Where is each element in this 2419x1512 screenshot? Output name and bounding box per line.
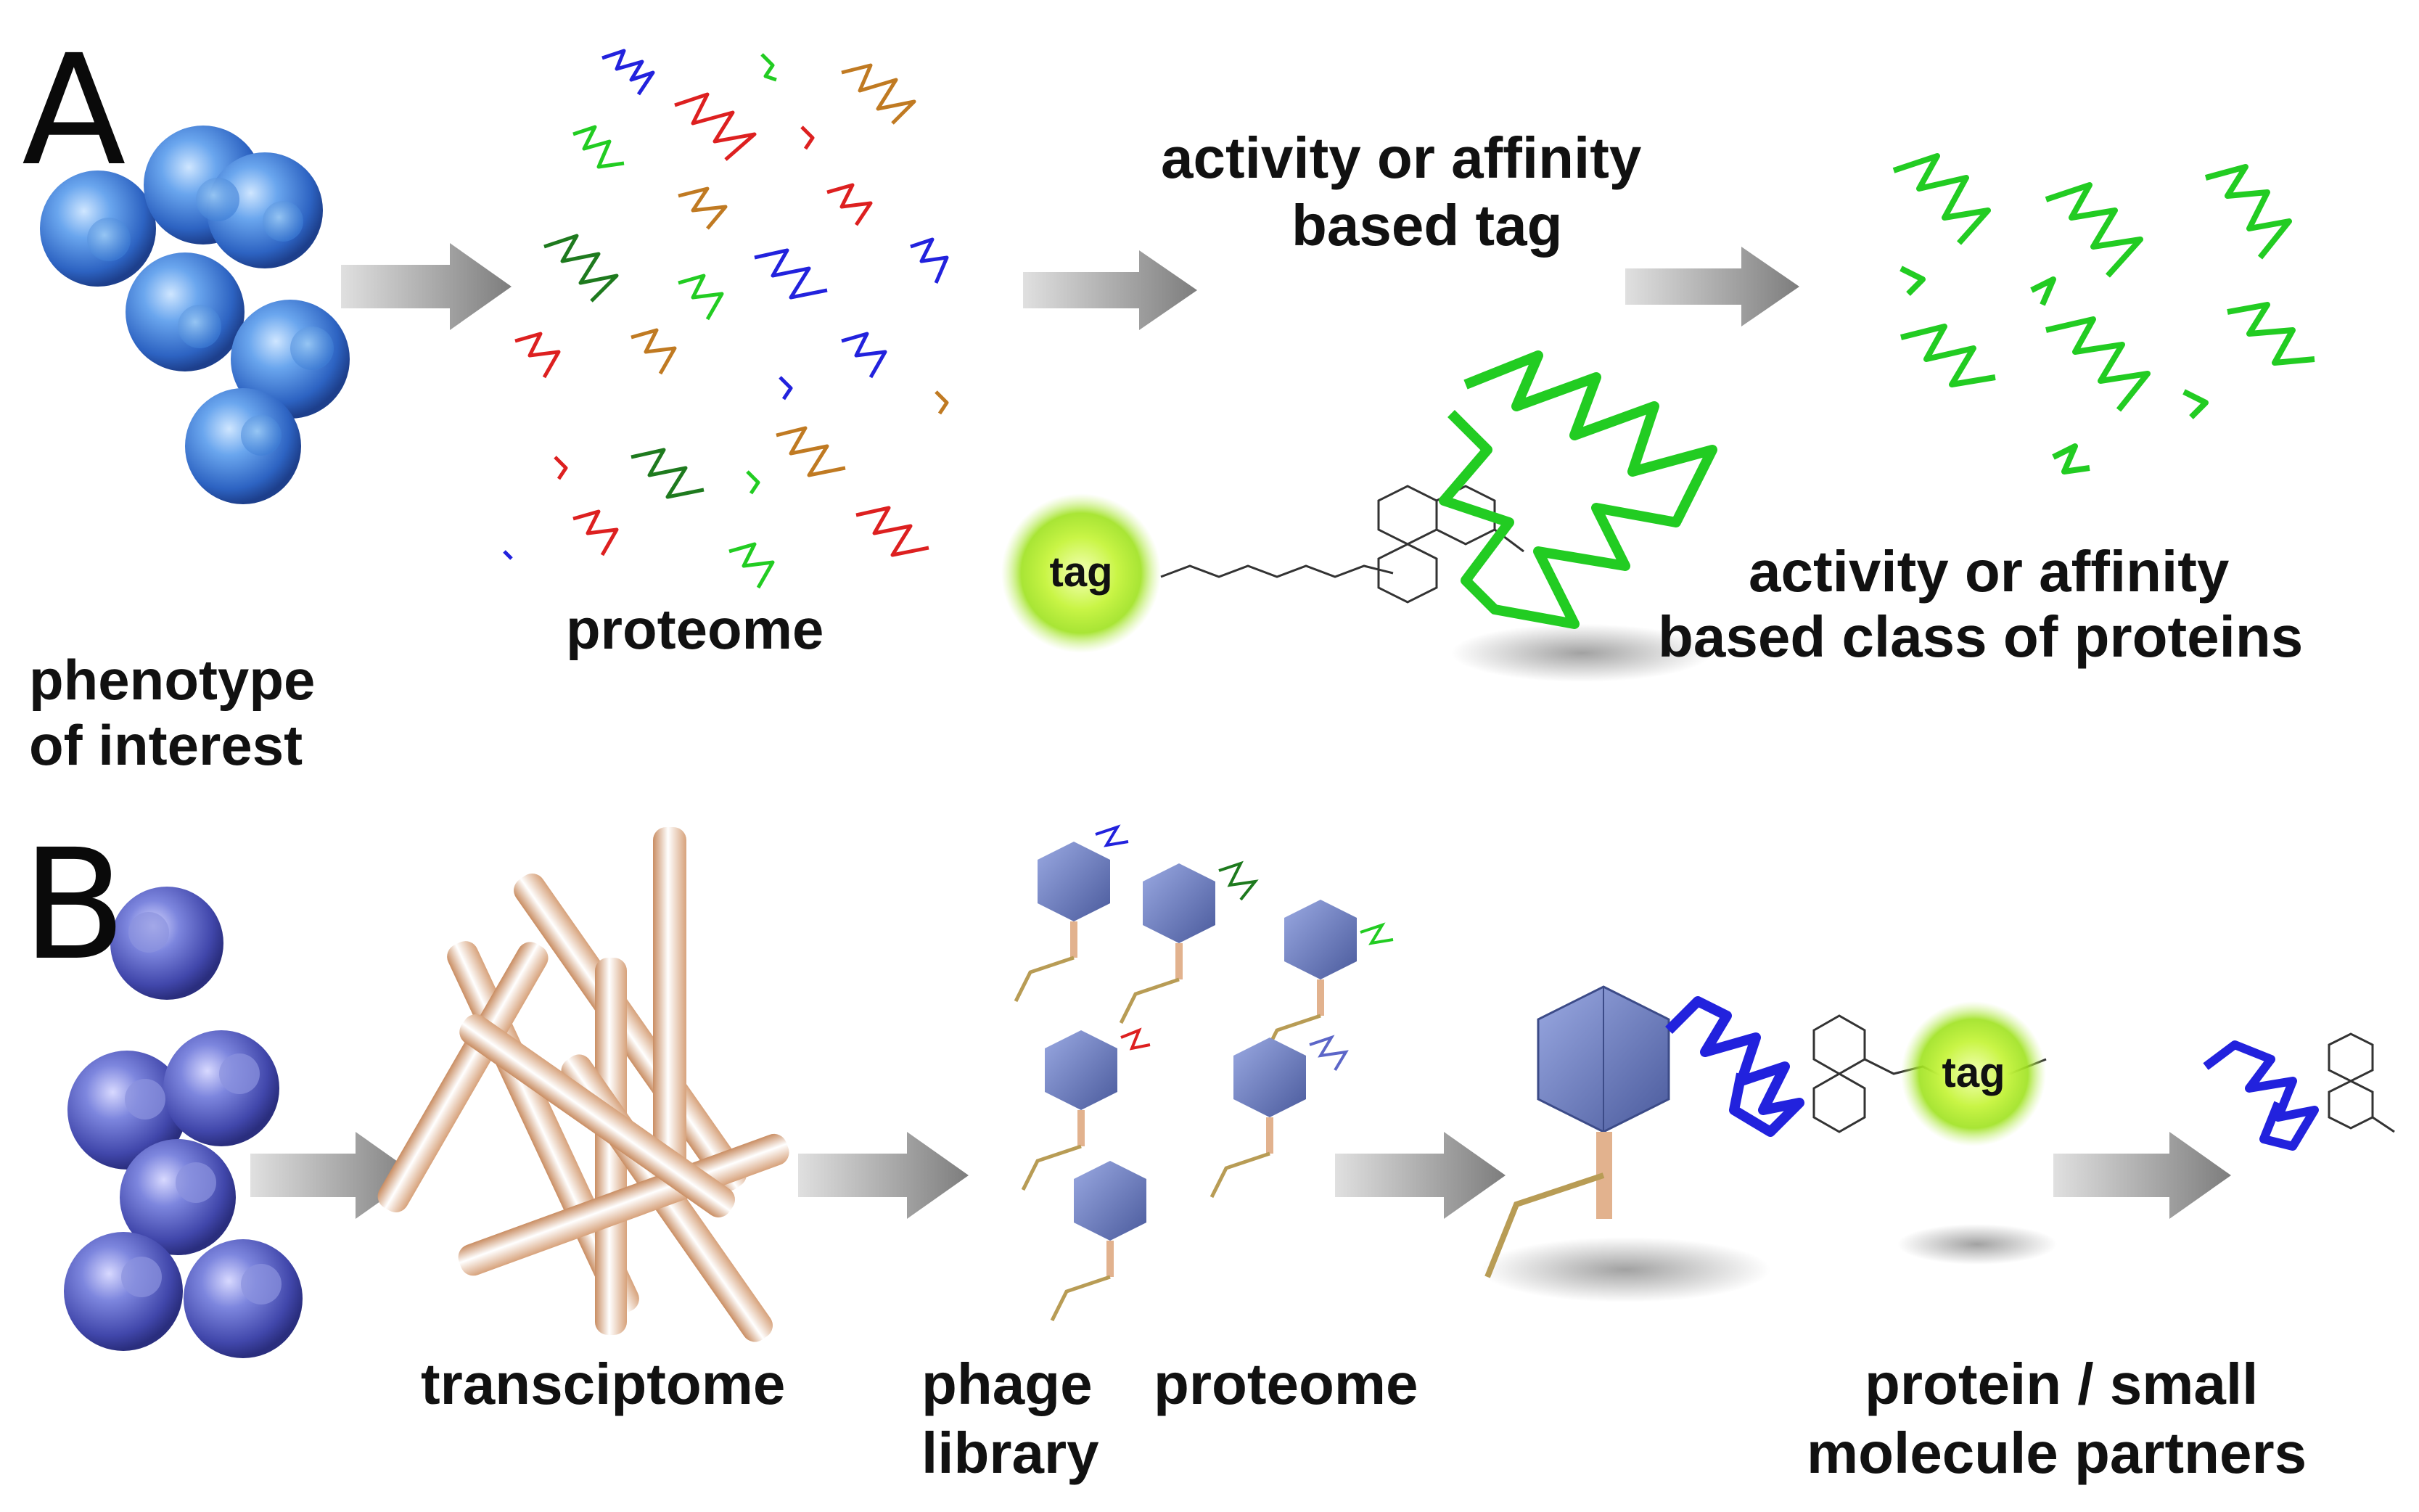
panel-b: tag B [22,816,2395,1358]
bound-green-protein [1439,350,1717,629]
phage-small-5 [1210,1035,1349,1199]
panel-a: tag A [22,22,2315,682]
arrow-a2 [1023,250,1197,330]
label-phenotype-line1: phenotype [29,648,316,712]
tag-probe-complex-a: tag [1001,350,1717,682]
arrow-b3 [1335,1132,1506,1219]
label-tag-step-line2: based tag [1291,193,1563,258]
tag-bead-label-a: tag [1050,548,1113,596]
phage-small-3 [1260,900,1394,1061]
label-phenotype-line2: of interest [29,713,303,777]
panel-a-letter: A [22,22,126,200]
cell-cluster-a [40,126,350,504]
label-phage-line2: library [921,1421,1099,1485]
label-proteome-a: proteome [566,597,824,661]
phage-small-1 [1014,824,1129,1003]
phage-small-6 [1050,1161,1146,1322]
label-partners-line1: protein / small [1865,1352,2259,1416]
phage-small-4 [1021,1027,1151,1191]
small-molecule-ligand-a [1377,485,1524,604]
protein-small-molecule-pair [2203,1032,2395,1151]
tag-bead-a [1001,493,1161,653]
tag-bead-label-b: tag [1942,1049,2005,1096]
arrow-b4 [2053,1132,2231,1219]
enriched-green-proteins [1892,153,2315,474]
proteome-scatter [503,49,949,589]
transcriptome-rods [377,827,789,1342]
label-phage-line1: phage [921,1352,1093,1416]
arrow-a1 [341,243,512,330]
label-class-line2: based class of proteins [1658,604,2304,669]
arrow-a3 [1625,247,1799,326]
arrow-b2 [798,1132,969,1219]
arrow-b1 [250,1132,417,1219]
label-tag-step-line1: activity or affinity [1161,126,1642,190]
tag-bead-b [1901,1001,2046,1146]
panel-b-letter: B [22,816,126,994]
bound-phage-complex: tag [1480,985,2057,1302]
phage-library [1014,824,1394,1322]
label-proteome-b: proteome [1154,1352,1418,1416]
label-class-line1: activity or affinity [1749,539,2230,604]
label-partners-line2: molecule partners [1807,1421,2307,1485]
phage-small-2 [1119,860,1259,1024]
label-transcriptome: transciptome [421,1352,786,1416]
cell-cluster-b [64,887,303,1358]
